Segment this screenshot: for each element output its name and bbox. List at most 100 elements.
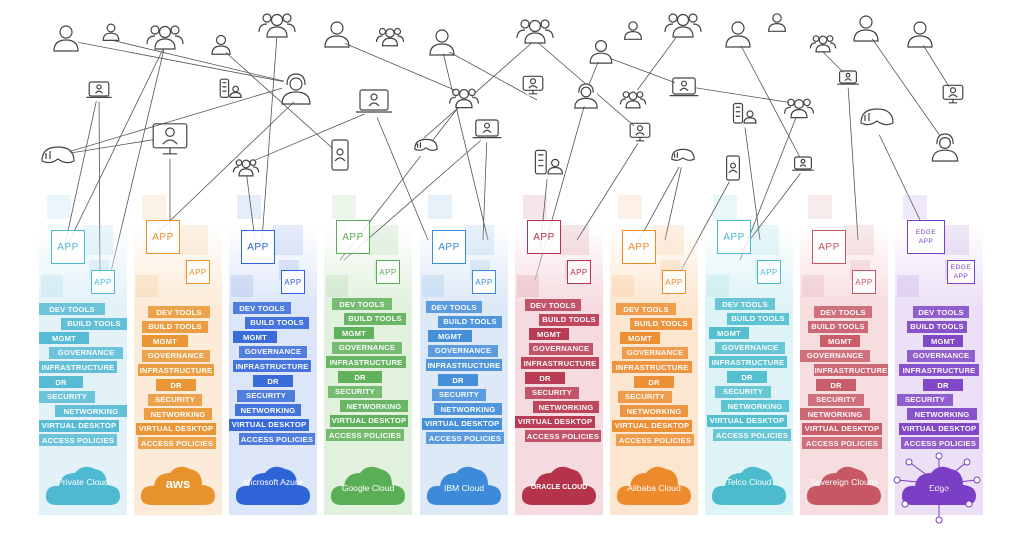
laptop-user-icon (837, 70, 859, 85)
app-box-alibaba-0: APP (622, 230, 656, 264)
app-box-gcp-0: APP (336, 220, 370, 254)
icon-backdrop (669, 10, 697, 38)
edge-app-box-edge-1: EDGE APP (947, 260, 975, 284)
stack-layer-gcp-9: ACCESS POLICIES (326, 429, 404, 442)
user-icon (211, 34, 231, 55)
icon-backdrop (236, 157, 256, 177)
deco-square (707, 275, 729, 297)
stack-layer-gcp-8: VIRTUAL DESKTOP (330, 414, 408, 427)
connection-line (441, 47, 489, 241)
stack-layer-gcp-7: NETWORKING (340, 400, 408, 413)
stack-layer-telco-1: BUILD TOOLS (727, 312, 789, 325)
edge-node-link (938, 461, 968, 485)
stack-layer-oracle-4: INFRASTRUCTURE (521, 357, 599, 370)
stack-layer-sovereign-4: INFRASTRUCTURE (814, 364, 888, 377)
icon-backdrop (101, 21, 121, 40)
stack-layer-edge-8: VIRTUAL DESKTOP (899, 422, 979, 435)
stack-layer-private-4: INFRASTRUCTURE (39, 361, 117, 374)
edge-node-link (938, 479, 978, 485)
stack-layer-private-6: SECURITY (39, 390, 95, 403)
app-box-private-1: APP (91, 270, 115, 294)
user-icon (589, 39, 613, 64)
cloud-icon (426, 466, 501, 505)
headset-agent-icon (281, 73, 311, 105)
icon-backdrop (323, 18, 351, 46)
vr-headset-icon (414, 138, 438, 151)
cloud-sovereign: Sovereign Clouds (804, 459, 884, 509)
stack-layer-azure-1: BUILD TOOLS (245, 316, 309, 329)
icon-backdrop (672, 78, 696, 101)
stack-layer-oracle-1: BUILD TOOLS (539, 313, 599, 326)
headset-agent-icon (574, 83, 598, 109)
stack-layer-ibm-1: BUILD TOOLS (438, 315, 502, 328)
icon-backdrop (282, 74, 310, 102)
stack-layer-oracle-9: ACCESS POLICIES (525, 430, 601, 443)
stack-layer-gcp-3: GOVERNANCE (332, 341, 402, 354)
edge-node (893, 476, 901, 484)
stack-layer-azure-7: NETWORKING (235, 404, 301, 417)
user-icon (53, 25, 79, 52)
icon-backdrop (630, 124, 650, 144)
icon-backdrop (767, 10, 787, 31)
connection-line (632, 27, 684, 97)
connection-line (865, 29, 946, 144)
stack-layer-edge-1: BUILD TOOLS (907, 320, 967, 333)
stack-layer-ibm-7: NETWORKING (434, 403, 502, 416)
edge-node (963, 458, 971, 466)
deco-square (422, 275, 444, 297)
stack-layer-private-3: GOVERNANCE (49, 346, 123, 359)
stack-layer-azure-8: VIRTUAL DESKTOP (229, 418, 309, 431)
phone-user-icon (725, 155, 740, 181)
deco-square (231, 275, 253, 297)
stack-layer-telco-8: VIRTUAL DESKTOP (707, 414, 787, 427)
stack-layer-alibaba-2: MGMT (620, 332, 660, 345)
user-icon (725, 21, 751, 48)
icon-backdrop (906, 18, 934, 46)
stack-layer-private-9: ACCESS POLICIES (39, 434, 117, 447)
user-icon (102, 23, 120, 41)
vr-headset-icon (41, 146, 75, 164)
connection-line (743, 119, 761, 241)
stack-layer-aws-3: GOVERNANCE (142, 349, 210, 362)
deco-square (41, 275, 63, 297)
deco-square (612, 275, 634, 297)
connection-line (65, 44, 166, 249)
stack-layer-aws-7: NETWORKING (144, 408, 212, 421)
stack-layer-telco-7: NETWORKING (721, 400, 789, 413)
connection-line (576, 139, 641, 241)
connection-line (220, 47, 341, 156)
connection-line (336, 39, 465, 95)
icon-backdrop (623, 89, 643, 109)
stack-layer-edge-4: INFRASTRUCTURE (899, 364, 979, 377)
connection-line (600, 54, 685, 87)
deco-square (464, 225, 494, 255)
deco-square (428, 195, 452, 219)
stack-layer-azure-6: SECURITY (237, 389, 295, 402)
stack-layer-alibaba-8: VIRTUAL DESKTOP (612, 419, 692, 432)
icon-backdrop (452, 86, 476, 109)
group-icon (375, 27, 405, 47)
laptop-user-icon (356, 89, 392, 113)
icon-backdrop (813, 33, 833, 53)
icon-backdrop (360, 90, 388, 118)
deco-square (844, 225, 874, 255)
deco-square (523, 195, 547, 219)
stack-layer-sovereign-0: DEV TOOLS (814, 306, 872, 318)
cloud-label-private: Private Cloud (57, 477, 109, 487)
icon-backdrop (89, 82, 109, 102)
deco-square (517, 275, 539, 297)
stack-layer-ibm-2: MGMT (428, 330, 472, 343)
group-icon (449, 88, 479, 109)
edge-node-link (896, 479, 940, 485)
vr-headset-icon (671, 148, 695, 161)
connection-line (683, 85, 800, 105)
cloud-ibm: IBM Cloud (424, 459, 504, 509)
group-icon (516, 19, 554, 44)
user-icon (767, 13, 787, 32)
user-icon (623, 21, 643, 40)
stack-layer-aws-9: ACCESS POLICIES (138, 437, 216, 450)
stack-layer-sovereign-2: MGMT (820, 335, 860, 348)
connection-line (261, 34, 278, 241)
icon-backdrop (721, 160, 745, 183)
